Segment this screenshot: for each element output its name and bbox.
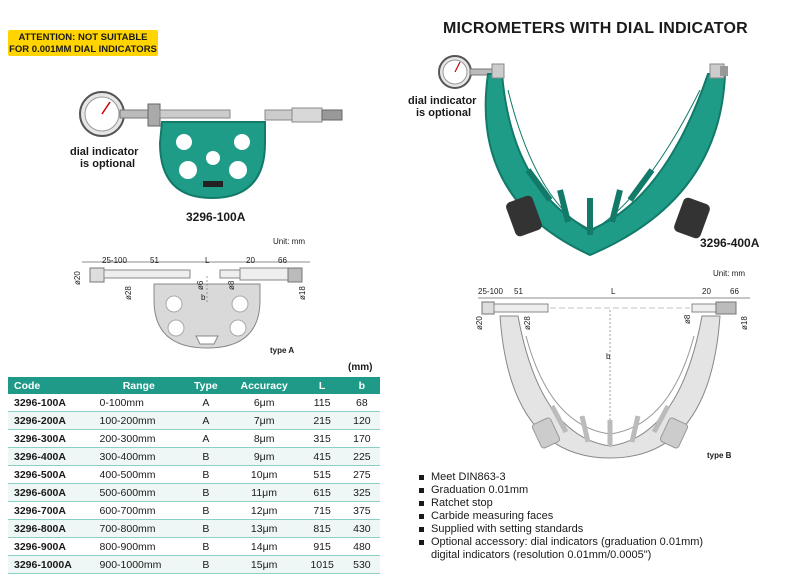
dim-b-51: 51	[514, 287, 523, 296]
feature-list: Meet DIN863-3 Graduation 0.01mm Ratchet …	[418, 471, 703, 562]
col-range: Range	[93, 377, 185, 394]
col-code: Code	[8, 377, 94, 394]
dial-optional-note-right: dial indicator is optional	[408, 95, 477, 119]
dim-a-b: b	[201, 293, 206, 302]
dim-b-phi20: ø20	[475, 316, 484, 330]
drawing-type-a	[82, 261, 310, 349]
drawing-b-unit: Unit: mm	[713, 269, 745, 278]
list-item: Supplied with setting standards	[418, 523, 703, 536]
dim-a-phi18: ø18	[298, 286, 307, 300]
drawing-type-b	[478, 297, 750, 459]
attention-line-1: ATTENTION: NOT SUITABLE	[18, 32, 148, 43]
dim-a-phi8: ø8	[227, 280, 236, 290]
attention-line-2: FOR 0.001MM DIAL INDICATORS	[9, 44, 157, 55]
list-item: Carbide measuring faces	[418, 510, 703, 523]
drawing-b-label: type B	[707, 451, 732, 460]
list-item: Graduation 0.01mm	[418, 484, 703, 497]
col-accuracy: Accuracy	[227, 377, 301, 394]
dim-b-L: L	[611, 287, 616, 296]
dial-optional-note-left: dial indicator is optional	[70, 146, 139, 170]
dim-a-20: 20	[246, 256, 255, 265]
dim-a-66: 66	[278, 256, 287, 265]
attention-badge: ATTENTION: NOT SUITABLE FOR 0.001MM DIAL…	[8, 30, 158, 56]
table-header-row: Code Range Type Accuracy L b	[8, 377, 380, 394]
col-type: Type	[184, 377, 228, 394]
col-b: b	[343, 377, 380, 394]
dim-a-phi28: ø28	[124, 286, 133, 300]
list-item: Ratchet stop	[418, 497, 703, 510]
dim-a-range: 25-100	[102, 256, 127, 265]
dim-a-L: L	[205, 256, 210, 265]
list-item-continuation: digital indicators (resolution 0.01mm/0.…	[431, 549, 652, 561]
model-label-3296-400a: 3296-400A	[700, 236, 760, 250]
dim-b-range: 25-100	[478, 287, 503, 296]
dim-b-phi8: ø8	[683, 314, 692, 324]
drawing-a-label: type A	[270, 346, 295, 355]
dim-b-66: 66	[730, 287, 739, 296]
micrometer-400a-illustration	[438, 55, 728, 257]
dim-b-phi18: ø18	[740, 316, 749, 330]
drawing-a-unit: Unit: mm	[273, 237, 305, 246]
dim-a-51: 51	[150, 256, 159, 265]
page-title: MICROMETERS WITH DIAL INDICATOR	[443, 20, 748, 37]
dim-b-b: b	[606, 352, 611, 361]
dim-a-phi20: ø20	[73, 271, 82, 285]
list-item: Meet DIN863-3	[418, 471, 703, 484]
col-L: L	[300, 377, 344, 394]
dim-b-20: 20	[702, 287, 711, 296]
model-label-3296-100a: 3296-100A	[186, 210, 246, 224]
micrometer-100a-illustration	[79, 91, 343, 200]
dim-a-phi6: ø6	[196, 280, 205, 290]
table-unit: (mm)	[348, 362, 373, 373]
list-item: Optional accessory: dial indicators (gra…	[418, 536, 703, 549]
dim-b-phi28: ø28	[523, 316, 532, 330]
